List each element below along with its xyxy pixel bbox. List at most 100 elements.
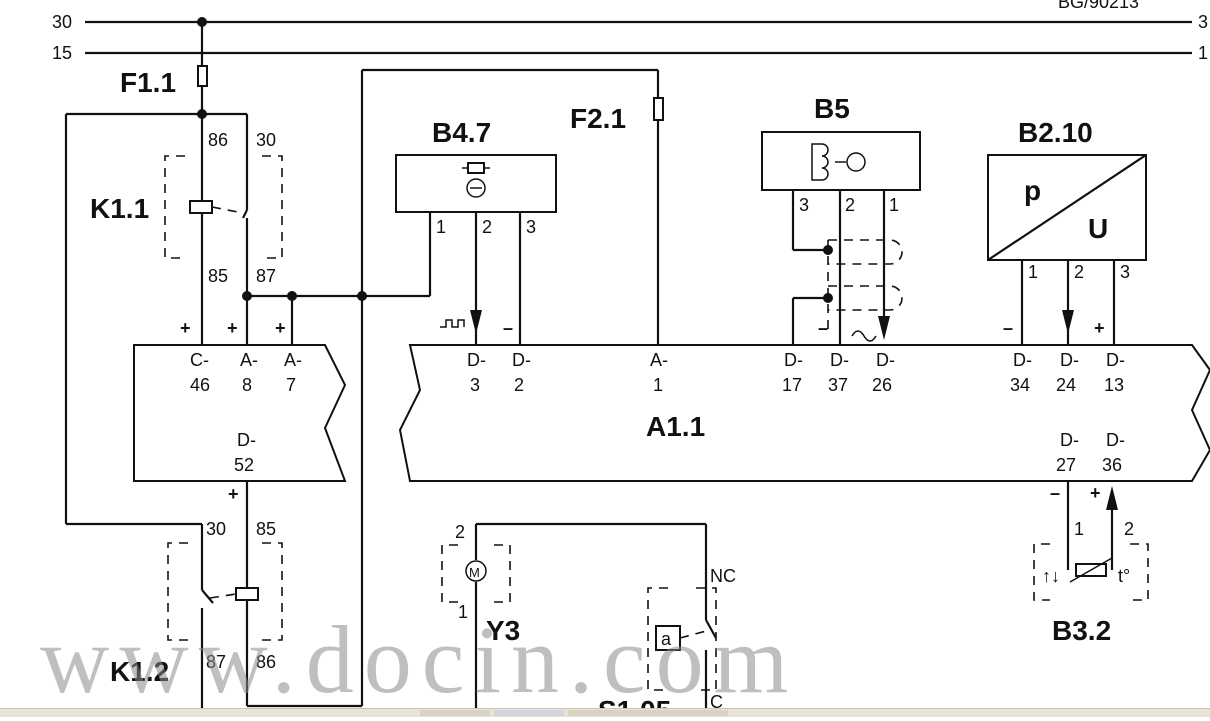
relay-k12-pin-87: 87 <box>206 652 226 672</box>
rail-15-label: 15 <box>52 43 72 63</box>
toolbar-segment <box>568 710 728 716</box>
relay-k12-pin-85: 85 <box>256 519 276 539</box>
a11-pin-d36-prefix: D- <box>1106 430 1125 450</box>
a11-pin-d2-num: 2 <box>514 375 524 395</box>
left-module-pin-a7-num: 7 <box>286 375 296 395</box>
sensor-b5-body <box>761 131 921 191</box>
left-module-pin-a7-prefix: A- <box>284 350 302 370</box>
sensor-b32: – + 1 2 ↑↓ t° B3.2 <box>1033 481 1149 646</box>
sensor-b47-pin-1: 1 <box>436 217 446 237</box>
shield-loop <box>828 239 903 311</box>
up-down-arrows-icon: ↑↓ <box>1042 566 1060 586</box>
fuse-f11-symbol <box>197 65 208 87</box>
left-module: + + + C- 46 A- 8 A- 7 D- 52 + <box>133 318 347 504</box>
a11-pin-d26-num: 26 <box>872 375 892 395</box>
fuse-f11-label: F1.1 <box>120 67 176 98</box>
relay-k11-pin-87: 87 <box>256 266 276 286</box>
actuator-y3-pin-2: 2 <box>455 522 465 542</box>
plus-sign: + <box>227 318 238 338</box>
toolbar-segment <box>420 710 490 716</box>
relay-k11-group: F1.1 86 30 85 87 K1.1 <box>90 17 283 345</box>
a11-pin-d37-prefix: D- <box>830 350 849 370</box>
a11-pin-d34-num: 34 <box>1010 375 1030 395</box>
sensor-b47: B4.7 1 2 3 – <box>395 117 557 345</box>
motor-symbol: M <box>469 565 480 580</box>
a11-pin-d34-prefix: D- <box>1013 350 1032 370</box>
a11-pin-a1-num: 1 <box>653 375 663 395</box>
sensor-b5: B5 3 2 1 – <box>761 93 921 345</box>
power-rails: 30 15 3 1 BG/90213 <box>52 0 1208 63</box>
wheel-icon <box>466 178 486 198</box>
fuse-f21-symbol <box>653 97 664 121</box>
relay-k11-pin-85: 85 <box>208 266 228 286</box>
relay-k12-group: 30 85 87 86 K1.2 <box>110 481 362 716</box>
plus-sign: + <box>1090 483 1101 503</box>
a11-pin-d2-prefix: D- <box>512 350 531 370</box>
sensor-b47-label: B4.7 <box>432 117 491 148</box>
sensor-b5-pin-2: 2 <box>845 195 855 215</box>
a11-pin-d13-prefix: D- <box>1106 350 1125 370</box>
left-module-pin-a8-num: 8 <box>242 375 252 395</box>
arrow-up-icon <box>1106 486 1118 510</box>
a11-pin-d26-prefix: D- <box>876 350 895 370</box>
pulse-signal-icon <box>440 319 465 328</box>
watermark: www.docin.com <box>40 606 798 713</box>
relay-k11-coil <box>189 200 213 214</box>
left-module-pin-a8-prefix: A- <box>240 350 258 370</box>
sensor-b210-pin-3: 3 <box>1120 262 1130 282</box>
sensor-b32-label: B3.2 <box>1052 615 1111 646</box>
rail-30-label: 30 <box>52 12 72 32</box>
a11-pin-a1-prefix: A- <box>650 350 668 370</box>
plus-sign: + <box>228 484 239 504</box>
motor-icon <box>465 560 487 582</box>
minus-sign: – <box>818 318 828 338</box>
a11-pin-d36-num: 36 <box>1102 455 1122 475</box>
left-module-pin-c46-num: 46 <box>190 375 210 395</box>
minus-sign: – <box>1003 318 1013 338</box>
a11-pin-d37-num: 37 <box>828 375 848 395</box>
sensor-b210-pin-1: 1 <box>1028 262 1038 282</box>
sensor-b210: p U B2.10 1 2 3 – + <box>987 117 1147 345</box>
sensor-b32-temp-symbol: t° <box>1118 566 1130 586</box>
sensor-b210-pin-2: 2 <box>1074 262 1084 282</box>
minus-sign: – <box>503 318 513 338</box>
toolbar-segment <box>494 710 564 716</box>
rail-30-end-label: 3 <box>1198 12 1208 32</box>
rail-15-end-label: 1 <box>1198 43 1208 63</box>
a11-pin-d24-prefix: D- <box>1060 350 1079 370</box>
sensor-b32-pin-2: 2 <box>1124 519 1134 539</box>
a11-pin-d27-num: 27 <box>1056 455 1076 475</box>
left-module-pin-d52-num: 52 <box>234 455 254 475</box>
control-unit-a11-body <box>398 344 1210 482</box>
left-module-pin-d52-prefix: D- <box>237 430 256 450</box>
relay-k11-label: K1.1 <box>90 193 149 224</box>
feed-bus: F2.1 <box>64 68 664 706</box>
arrow-down-icon <box>470 310 482 334</box>
plus-sign: + <box>1094 318 1105 338</box>
a11-pin-d3-prefix: D- <box>467 350 486 370</box>
document-code: BG/90213 <box>1058 0 1139 12</box>
control-unit-a11-label: A1.1 <box>646 411 705 442</box>
switch-contact-nc: NC <box>710 566 736 586</box>
relay-k12-label: K1.2 <box>110 656 169 687</box>
left-module-body <box>133 344 347 482</box>
left-module-pin-c46-prefix: C- <box>190 350 209 370</box>
control-unit-a11: A1.1 D- 3 D- 2 A- 1 D- 17 D- 37 D- 26 D-… <box>398 344 1210 482</box>
a11-pin-d24-num: 24 <box>1056 375 1076 395</box>
relay-k11-pin-86: 86 <box>208 130 228 150</box>
a11-pin-d27-prefix: D- <box>1060 430 1079 450</box>
bottom-toolbar-strip <box>0 708 1210 717</box>
sensor-b5-pin-3: 3 <box>799 195 809 215</box>
actuator-y3-pin-1: 1 <box>458 602 468 622</box>
sensor-b210-label: B2.10 <box>1018 117 1093 148</box>
relay-k12-pin-30: 30 <box>206 519 226 539</box>
a11-pin-d17-prefix: D- <box>784 350 803 370</box>
plus-sign: + <box>275 318 286 338</box>
switch-actuator-letter: a <box>661 629 672 649</box>
switch-contact-c: C <box>710 692 723 712</box>
a11-pin-d3-num: 3 <box>470 375 480 395</box>
fuse-f21-label: F2.1 <box>570 103 626 134</box>
minus-sign: – <box>1050 483 1060 503</box>
